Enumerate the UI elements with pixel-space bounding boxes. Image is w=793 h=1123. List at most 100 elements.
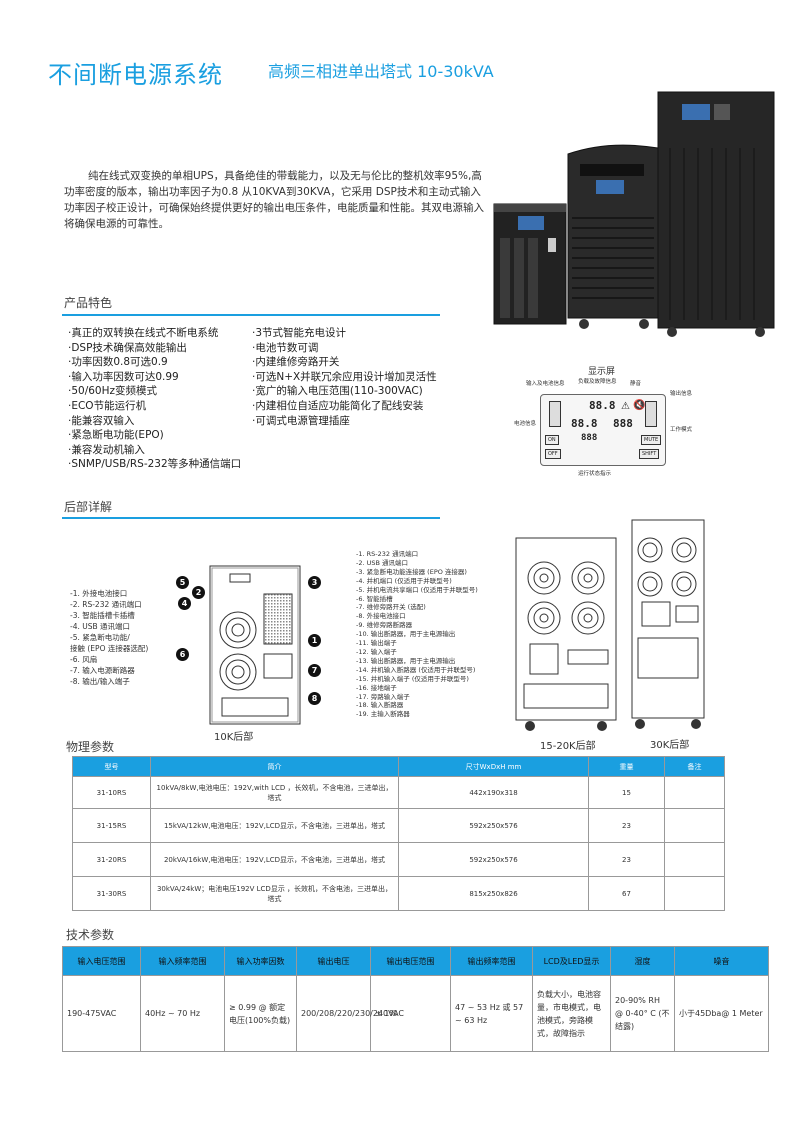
cell-model: 31-10RS <box>72 776 151 809</box>
col-header: 湿度 <box>610 946 675 976</box>
feature-item: ·可选N+X并联冗余应用设计增加灵活性 <box>252 370 437 383</box>
feature-item: ·能兼容双输入 <box>68 414 135 427</box>
rear-15-30k-legend: -1. RS-232 通讯端口 -2. USB 通讯端口 -3. 紧急断电功能连… <box>356 550 478 719</box>
col-header: 简介 <box>150 756 399 777</box>
col-header: 输入功率因数 <box>224 946 297 976</box>
legend-item: -2. USB 通讯端口 <box>356 558 409 567</box>
col-header: 型号 <box>72 756 151 777</box>
display-title: 显示屏 <box>588 367 616 377</box>
legend-item: -5. 紧急断电功能/ <box>70 633 130 642</box>
cell-size: 442x190x318 <box>398 776 589 809</box>
features-list-left: ·真正的双转换在线式不断电系统 ·DSP技术确保高效能输出 ·功率因数0.8可选… <box>68 326 241 472</box>
cell-weight: 67 <box>588 876 665 911</box>
col-header: 备注 <box>664 756 725 777</box>
rear-30k-diagram <box>631 519 705 729</box>
cell-weight: 23 <box>588 842 665 877</box>
seg-display-d: 888 <box>581 433 598 443</box>
legend-item: -15. 并机输入端子 (仅适用于并联型号) <box>356 674 469 683</box>
legend-item: -16. 接地端子 <box>356 683 397 692</box>
callout-marker: 6 <box>176 648 189 661</box>
lcd-panel: 88.8 88.8 888 888 ⚠ 🔇 ON OFF MUTE SHIFT <box>540 394 666 466</box>
warning-icon: ⚠ <box>621 401 630 412</box>
table-row: 31-10RS 10kVA/8kW,电池电压：192V,with LCD ，长效… <box>72 776 725 809</box>
cell-model: 31-15RS <box>72 808 151 843</box>
legend-item: -6. 风扇 <box>70 655 98 664</box>
legend-item: -3. 紧急断电功能连接器 (EPO 连接器) <box>356 567 467 576</box>
features-list-right: ·3节式智能充电设计 ·电池节数可调 ·内建维修旁路开关 ·可选N+X并联冗余应… <box>252 326 437 428</box>
mute-button[interactable]: MUTE <box>641 435 662 445</box>
technical-params-table: 输入电压范围 输入频率范围 输入功率因数 输出电压 输出电压范围 输出频率范围 … <box>62 946 769 1052</box>
legend-item: -1. 外接电池接口 <box>70 589 128 598</box>
features-section-title: 产品特色 <box>64 296 113 310</box>
ups-30k-unit <box>657 91 775 337</box>
display-callout: 输出信息 <box>670 391 693 397</box>
col-header: 输入电压范围 <box>62 946 141 976</box>
display-callout: 输入及电池信息 <box>526 381 565 387</box>
cell-desc: 10kVA/8kW,电池电压：192V,with LCD ，长效机，不含电池，三… <box>150 776 399 809</box>
legend-item: -1. RS-232 通讯端口 <box>356 550 419 558</box>
col-header: 输入频率范围 <box>140 946 225 976</box>
feature-item: ·内建维修旁路开关 <box>252 356 340 369</box>
technical-section-title: 技术参数 <box>66 928 115 942</box>
legend-item: -12. 输入端子 <box>356 647 397 656</box>
physical-section-title: 物理参数 <box>66 740 115 754</box>
ups-20k-unit <box>567 144 659 329</box>
intro-text: 纯在线式双变换的单相UPS，具备绝佳的带载能力，以及无与伦比的整机效率95%,高… <box>64 170 484 230</box>
legend-item: -4. 并机端口 (仅适用于并联型号) <box>356 576 452 585</box>
col-header: 输出频率范围 <box>450 946 533 976</box>
off-button[interactable]: OFF <box>545 449 561 459</box>
caption-30k: 30K后部 <box>650 740 690 751</box>
cell-note <box>664 876 725 911</box>
feature-item: ·内建相位自适应功能简化了配线安装 <box>252 399 424 412</box>
seg-display-b: 88.8 <box>571 417 598 430</box>
col-header: LCD及LED显示 <box>532 946 611 976</box>
legend-item: -6. 智能插槽 <box>356 594 393 603</box>
table-row: 31-15RS 15kVA/12kW,电池电压：192V,LCD显示，不含电池，… <box>72 808 725 843</box>
feature-item: ·可调式电源管理插座 <box>252 414 350 427</box>
rear-divider <box>62 517 440 519</box>
cell-size: 592x250x576 <box>398 808 589 843</box>
cell-model: 31-30RS <box>72 876 151 911</box>
battery-bar-icon <box>549 401 561 427</box>
cell-display: 负载大小，电池容量，市电模式，电池模式，旁路模式，故障指示 <box>532 975 611 1052</box>
cell-desc: 15kVA/12kW,电池电压：192V,LCD显示，不含电池，三进单出，塔式 <box>150 808 399 843</box>
feature-item: ·3节式智能充电设计 <box>252 327 347 339</box>
legend-item: -8. 输出/输入端子 <box>70 677 130 686</box>
feature-item: ·电池节数可调 <box>252 341 319 354</box>
cell-output-frequency: 47 ~ 53 Hz 或 57 ~ 63 Hz <box>450 975 533 1052</box>
legend-item: -18. 输入断路器 <box>356 701 404 710</box>
feature-item: ·兼容发动机输入 <box>68 443 145 456</box>
legend-item: -14. 并机输入断路器 (仅适用于并联型号) <box>356 665 476 674</box>
on-button[interactable]: ON <box>545 435 559 445</box>
feature-item: ·紧急断电功能(EPO) <box>68 429 164 442</box>
table-row: 31-20RS 20kVA/16kW,电池电压：192V,LCD显示，不含电池，… <box>72 842 725 877</box>
rear-section-title: 后部详解 <box>64 500 113 514</box>
legend-item: -2. RS-232 通讯端口 <box>70 600 142 609</box>
legend-item: -17. 旁路输入端子 <box>356 692 410 701</box>
cell-weight: 23 <box>588 808 665 843</box>
rear-15-20k-diagram <box>515 537 617 731</box>
feature-item: ·真正的双转换在线式不断电系统 <box>68 327 219 339</box>
cell-weight: 15 <box>588 776 665 809</box>
feature-item: ·宽广的输入电压范围(110-300VAC) <box>252 385 423 398</box>
cell-note <box>664 808 725 843</box>
mute-icon: 🔇 <box>633 400 646 411</box>
callout-marker: 1 <box>308 634 321 647</box>
rear-10k-diagram <box>209 565 301 725</box>
legend-item: 接触 (EPO 连接器选配) <box>70 644 149 653</box>
legend-item: -13. 输出断路器，用于主电源输出 <box>356 656 456 665</box>
ups-10k-unit <box>493 203 567 325</box>
feature-item: ·输入功率因数可达0.99 <box>68 370 179 383</box>
ups-product-photo <box>493 91 775 337</box>
shift-button[interactable]: SHIFT <box>639 449 660 459</box>
cell-size: 815x250x826 <box>398 876 589 911</box>
callout-marker: 2 <box>192 586 205 599</box>
cell-input-frequency: 40Hz ~ 70 Hz <box>140 975 225 1052</box>
caption-15-20k: 15-20K后部 <box>540 741 596 752</box>
display-callout: 负载及故障信息 <box>578 379 617 385</box>
legend-item: -19. 主输入断路器 <box>356 710 410 719</box>
cell-output-voltage-range: ± 1% <box>370 975 451 1052</box>
legend-item: -9. 维修旁路断路器 <box>356 621 413 630</box>
table-header-row: 输入电压范围 输入频率范围 输入功率因数 输出电压 输出电压范围 输出频率范围 … <box>62 946 769 976</box>
display-callout: 工作模式 <box>670 427 693 433</box>
